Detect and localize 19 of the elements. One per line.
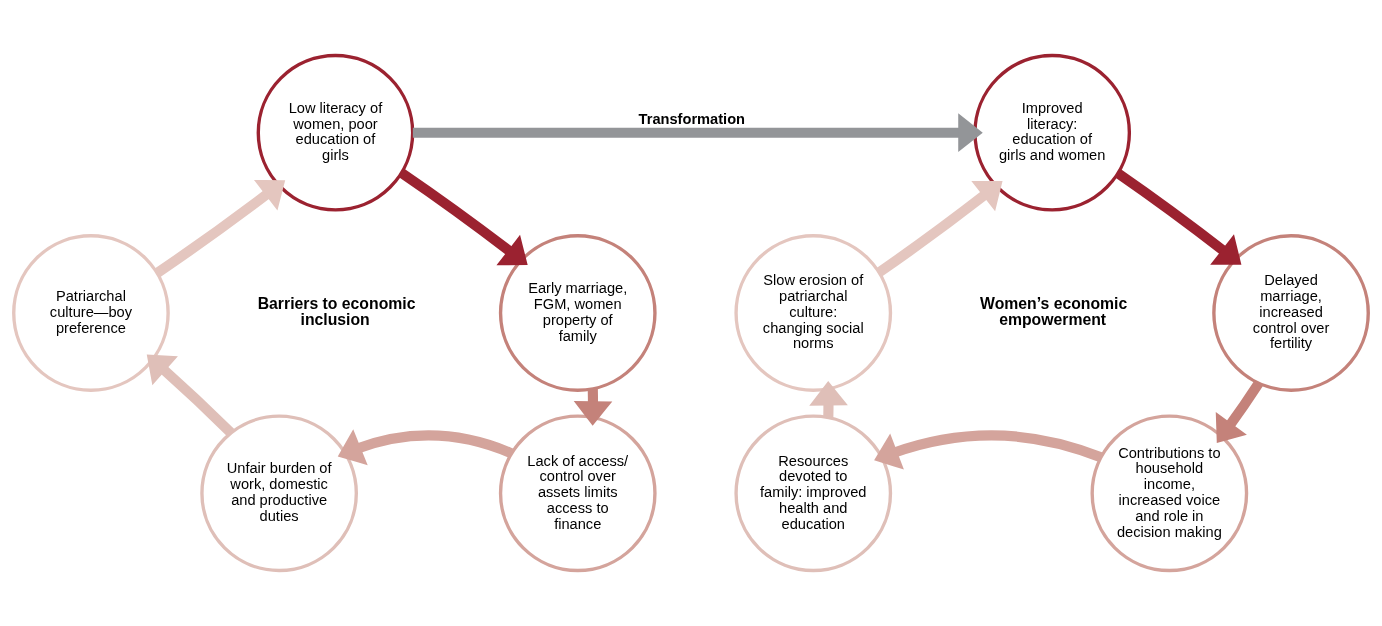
- node-circle: Lack of access/ control over assets limits access to finance: [498, 414, 657, 573]
- arrow: [876, 180, 1003, 277]
- node-circle: Slow erosion of patriarchal culture: changing social norms: [734, 234, 893, 392]
- arrow: [412, 113, 983, 152]
- node-circle: Contributions to household income, increased voice and role in decision making: [1090, 414, 1249, 573]
- edge-label: Transformation: [638, 111, 746, 128]
- node-circle: Unfair burden of work, domestic and productive duties: [200, 414, 358, 573]
- arrow: [398, 168, 528, 266]
- node-circle: Patriarchal culture—boy preference: [12, 234, 170, 392]
- node-circle: Low literacy of women, poor education of girls: [256, 53, 415, 212]
- node-circle: Resources devoted to family: improved health and education: [734, 414, 893, 573]
- label: Barriers to economic inclusion: [257, 294, 416, 328]
- arrow: [874, 430, 1103, 470]
- label: Women’s economic empowerment: [980, 294, 1128, 328]
- arrow: [154, 179, 286, 278]
- arrow: [146, 354, 235, 437]
- arrow: [337, 429, 514, 466]
- arrow: [1215, 380, 1263, 444]
- arrow: [1115, 169, 1242, 265]
